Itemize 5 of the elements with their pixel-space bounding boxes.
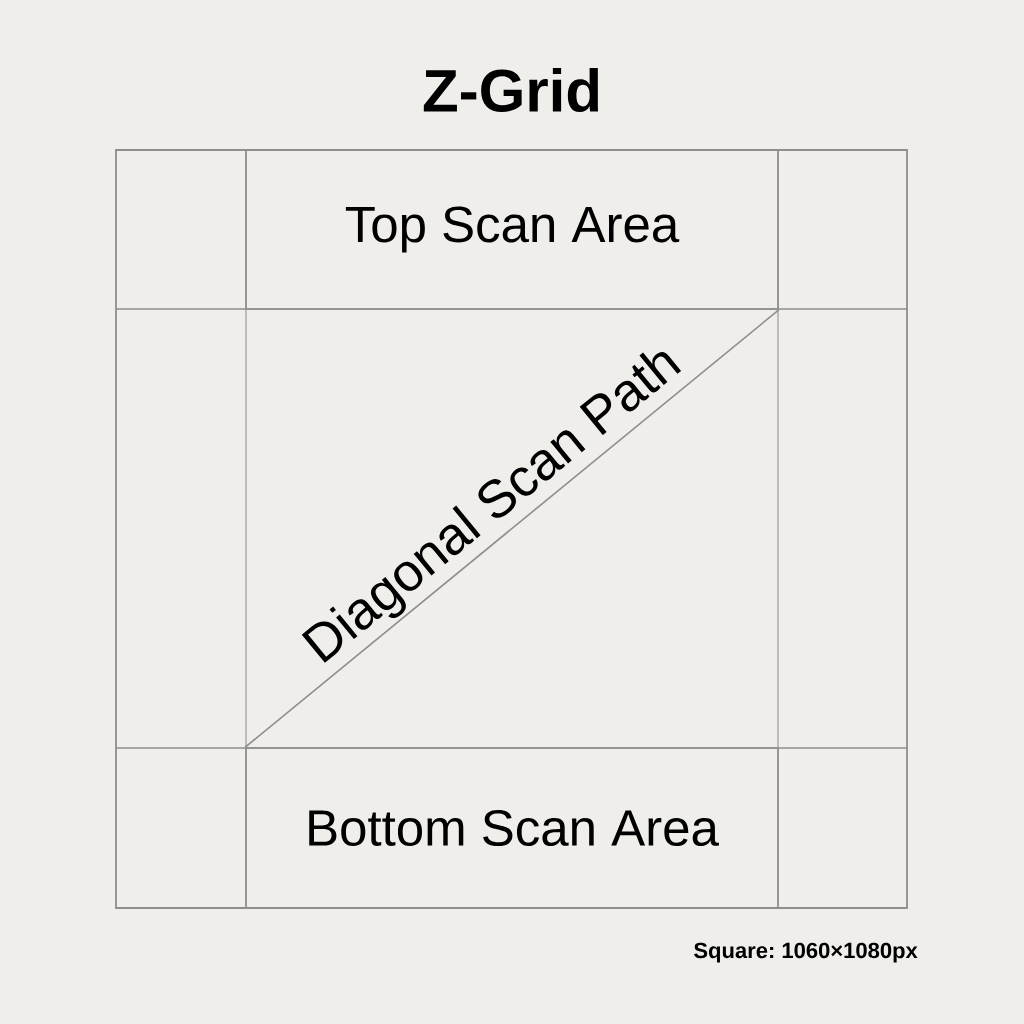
grid-cell: Bottom Scan Area (245, 747, 779, 909)
size-note: Square: 1060×1080px (694, 942, 918, 963)
title: Z-Grid (423, 67, 599, 112)
diagonal-line (244, 309, 780, 748)
grid-cell: Top Scan Area (245, 149, 779, 310)
